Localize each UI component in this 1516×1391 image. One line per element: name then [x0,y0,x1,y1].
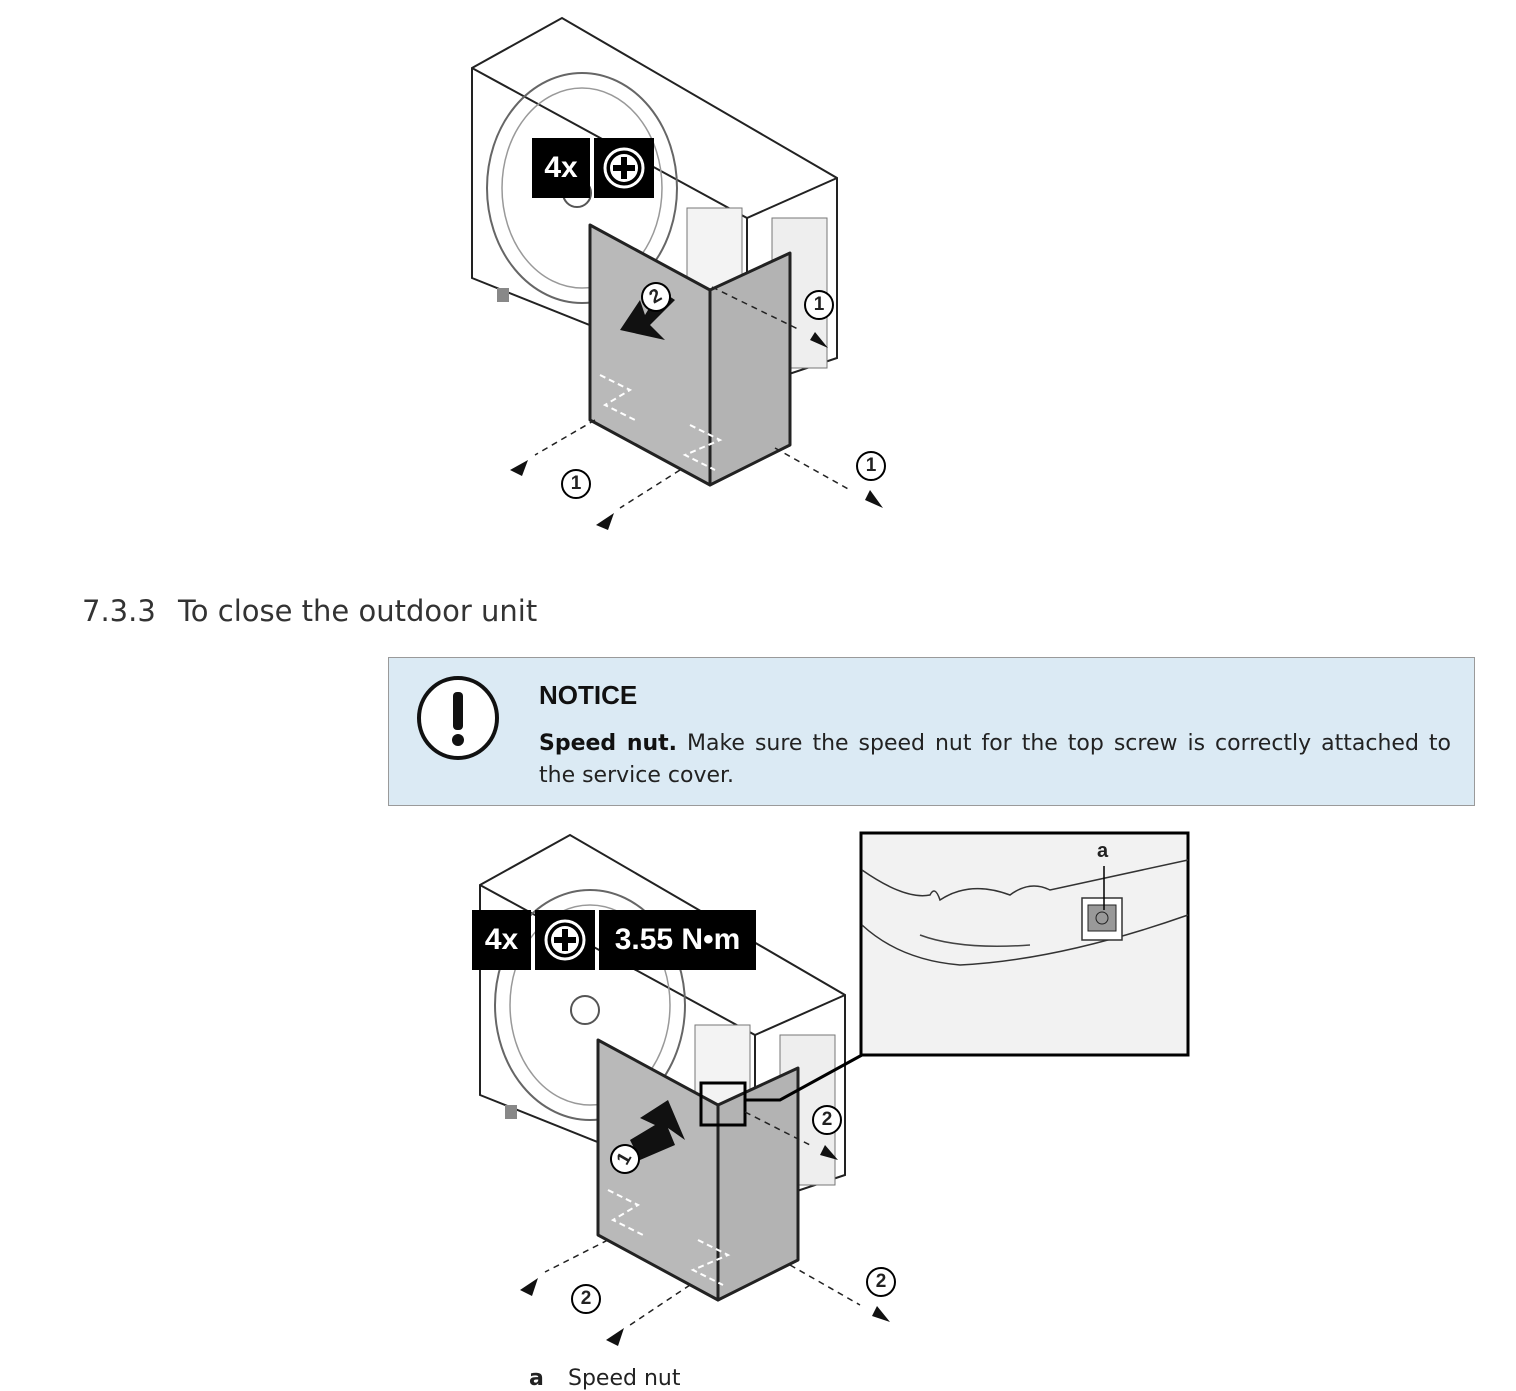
step-callout: 2 [571,1284,601,1314]
step-callout: 2 [812,1105,842,1135]
notice-text: Make sure the speed nut for the top scre… [539,731,1451,788]
exclamation-circle-icon [417,676,499,760]
legend-key: a [529,1366,544,1391]
step-callout: 1 [804,290,834,320]
section-number: 7.3.3 [82,594,156,628]
notice-lead: Speed nut. [539,731,678,756]
legend-label: Speed nut [568,1366,681,1391]
speed-nut-inset [859,831,1190,1057]
quantity-badge: 4x [472,910,531,970]
notice-body: Speed nut. Make sure the speed nut for t… [539,728,1451,792]
phillips-screwdriver-icon [594,138,654,198]
torque-badge: 3.55 N•m [599,910,756,970]
inset-label: a [1097,840,1109,862]
quantity-badge: 4x [532,138,590,198]
figure2-unit [479,834,890,1346]
figure1-unit [471,17,883,530]
notice-title: NOTICE [539,680,638,710]
step-callout: 2 [866,1267,896,1297]
step-callout: 1 [561,469,591,499]
notice-box: NOTICE Speed nut. Make sure the speed nu… [388,657,1475,806]
step-callout: 1 [856,451,886,481]
phillips-screwdriver-icon [535,910,595,970]
section-title: To close the outdoor unit [178,594,538,628]
